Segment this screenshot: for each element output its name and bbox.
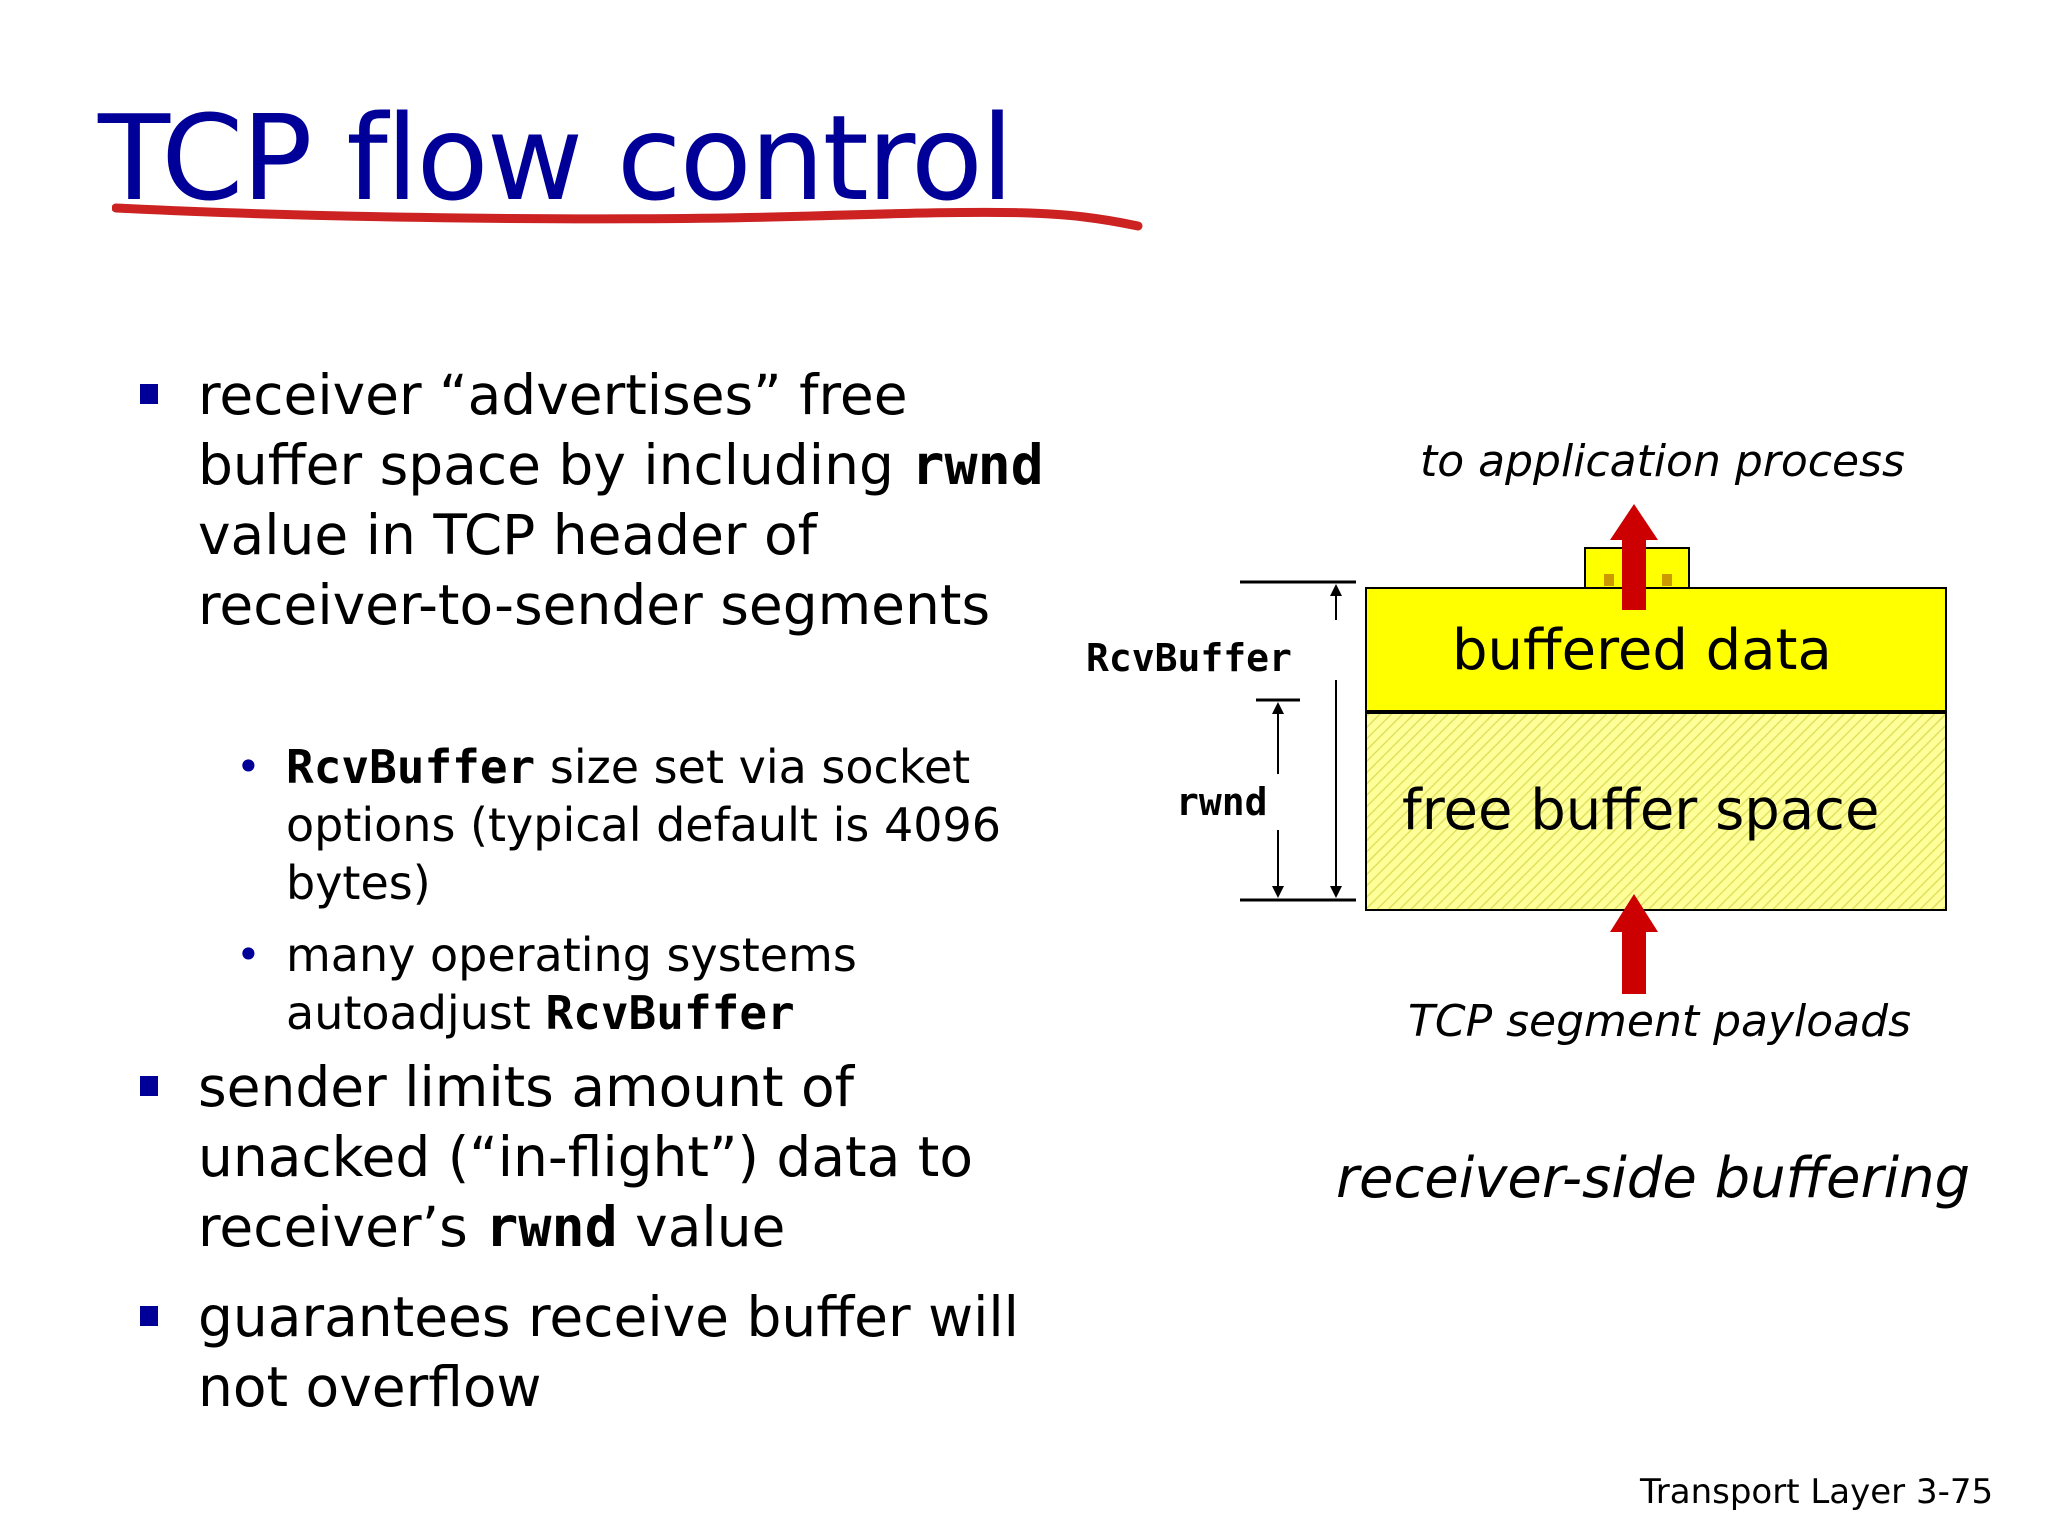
dot-bullet-icon: • [236,742,261,791]
text-run: sender limits amount of unacked (“in-fli… [198,1055,973,1259]
bullet-text: sender limits amount of unacked (“in-fli… [198,1052,1058,1262]
subbullet-text: RcvBuffer size set via socket options (t… [286,738,1046,912]
text-run: size set via socket options (typical def… [286,740,1002,910]
square-bullet-icon [140,384,158,404]
code-rwnd: rwnd [485,1195,618,1259]
free-buffer-label: free buffer space [1402,778,1880,843]
buffered-data-label: buffered data [1452,618,1832,683]
diagram-caption: receiver-side buffering [1336,1146,1971,1211]
outgoing-data-packet [1604,574,1614,586]
text-run: value [617,1195,786,1259]
free-buffer-region [1365,711,1947,911]
page-title: TCP flow control [98,89,1014,227]
text-run: guarantees receive buffer will not overf… [198,1285,1019,1419]
to-application-arrow-icon [1610,504,1658,610]
slide-footer: Transport Layer 3-75 [1640,1472,1993,1512]
buffered-data-region [1365,587,1947,713]
bullet-text: receiver “advertises” free buffer space … [198,360,1058,640]
code-rwnd: rwnd [911,433,1044,497]
to-application-label: to application process [1420,436,1905,487]
footer-page-number: 3-75 [1915,1472,1994,1512]
footer-section: Transport Layer [1640,1472,1906,1512]
text-run: receiver “advertises” free buffer space … [198,363,912,497]
square-bullet-icon [140,1076,158,1096]
square-bullet-icon [140,1306,158,1326]
incoming-segments-arrow-icon [1610,894,1658,994]
text-run: value in TCP header of receiver-to-sende… [198,503,991,637]
rwnd-label: rwnd [1176,780,1268,824]
segment-payloads-label: TCP segment payloads [1408,996,1911,1047]
subbullet-text: many operating systems autoadjust RcvBuf… [286,926,1046,1042]
title-underline [112,203,1143,231]
dot-bullet-icon: • [236,930,261,979]
code-rcvbuffer: RcvBuffer [286,740,536,794]
text-run: many operating systems autoadjust [286,928,857,1040]
code-rcvbuffer: RcvBuffer [545,986,795,1040]
bullet-text: guarantees receive buffer will not overf… [198,1282,1058,1422]
rcvbuffer-label: RcvBuffer [1086,636,1292,680]
outgoing-data-packet [1662,574,1672,586]
